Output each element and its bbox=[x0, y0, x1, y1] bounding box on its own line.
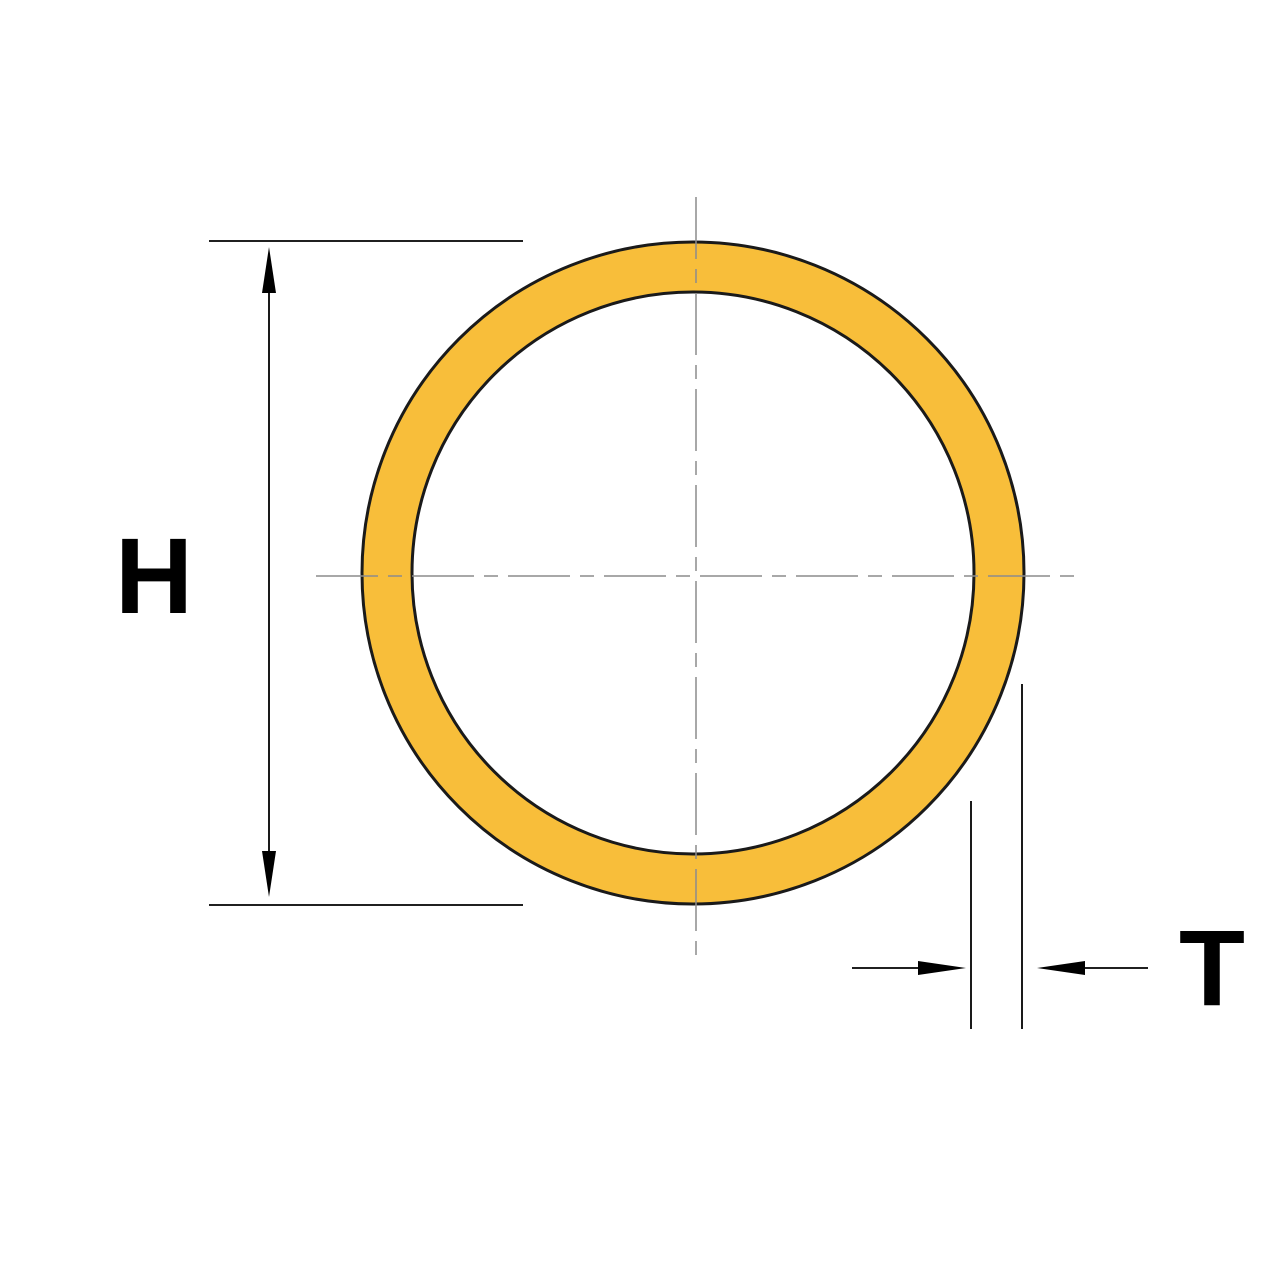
thickness-dimension bbox=[852, 684, 1148, 1029]
height-arrow-top bbox=[262, 247, 276, 293]
thickness-arrow-left bbox=[918, 961, 966, 975]
thickness-label: T bbox=[1179, 907, 1245, 1028]
height-dimension bbox=[209, 240, 523, 906]
height-label: H bbox=[115, 515, 193, 636]
thickness-arrow-right bbox=[1037, 961, 1085, 975]
height-arrow-bottom bbox=[262, 851, 276, 897]
tube-wall-ring bbox=[360, 240, 1026, 906]
centerlines bbox=[316, 197, 1077, 958]
